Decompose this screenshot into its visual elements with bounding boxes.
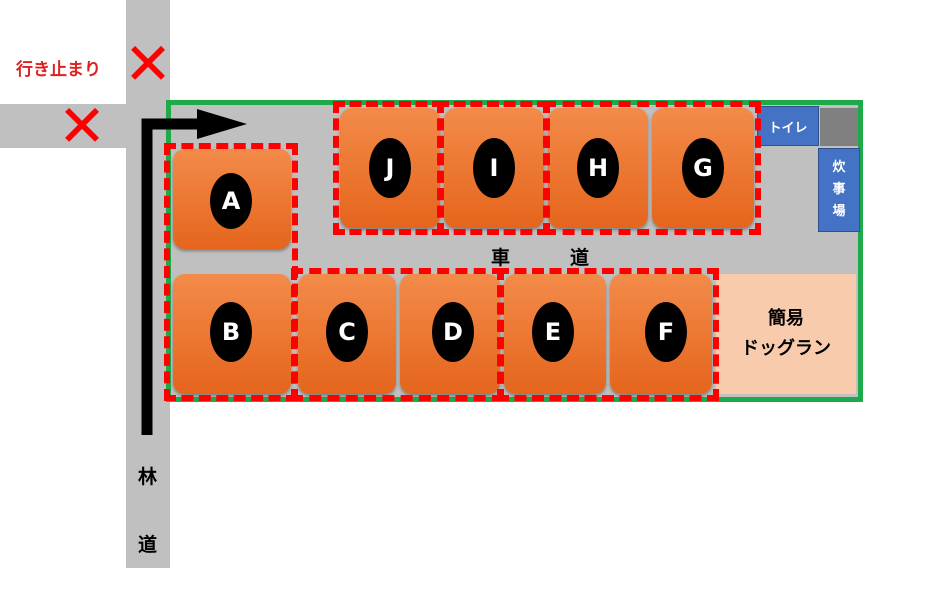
site-e[interactable]: E <box>504 274 606 394</box>
kitchen-label-2: 事 <box>832 182 846 197</box>
site-label-j: J <box>369 138 411 198</box>
site-label-e: E <box>532 302 574 362</box>
dog-run-label-1: 簡易 <box>768 308 804 329</box>
site-c[interactable]: C <box>298 274 396 394</box>
site-j[interactable]: J <box>340 108 440 228</box>
toilet-facility: トイレ <box>757 106 819 146</box>
site-i[interactable]: I <box>444 108 544 228</box>
site-g[interactable]: G <box>652 108 754 228</box>
dog-run-area: 簡易 ドッグラン <box>716 274 856 394</box>
site-label-h: H <box>577 138 619 198</box>
entry-arrow-icon <box>141 109 247 435</box>
site-d[interactable]: D <box>400 274 500 394</box>
toilet-annex <box>820 108 858 146</box>
kitchen-facility: 炊 事 場 <box>818 148 860 232</box>
blocked-west-icon: ✕ <box>57 92 107 160</box>
blocked-north-icon: ✕ <box>123 30 173 98</box>
toilet-label: トイレ <box>768 120 808 136</box>
site-label-g: G <box>682 138 724 198</box>
forest-road-label-1: 林 <box>138 466 158 488</box>
site-label-f: F <box>645 302 687 362</box>
site-label-b: B <box>210 302 252 362</box>
dead-end-label: 行き止まり <box>16 60 101 80</box>
kitchen-label-1: 炊 <box>832 160 846 175</box>
site-f[interactable]: F <box>610 274 712 394</box>
car-road-label-1: 車 <box>491 247 511 269</box>
kitchen-label-3: 場 <box>832 204 846 219</box>
site-label-c: C <box>326 302 368 362</box>
site-label-a: A <box>210 173 252 229</box>
site-label-i: I <box>473 138 515 198</box>
site-a[interactable]: A <box>173 149 291 249</box>
site-b[interactable]: B <box>173 274 291 394</box>
site-label-d: D <box>432 302 474 362</box>
dog-run-label-2: ドッグラン <box>741 338 831 359</box>
car-road-label-2: 道 <box>570 247 590 269</box>
site-h[interactable]: H <box>548 108 648 228</box>
forest-road-label-2: 道 <box>138 534 158 556</box>
